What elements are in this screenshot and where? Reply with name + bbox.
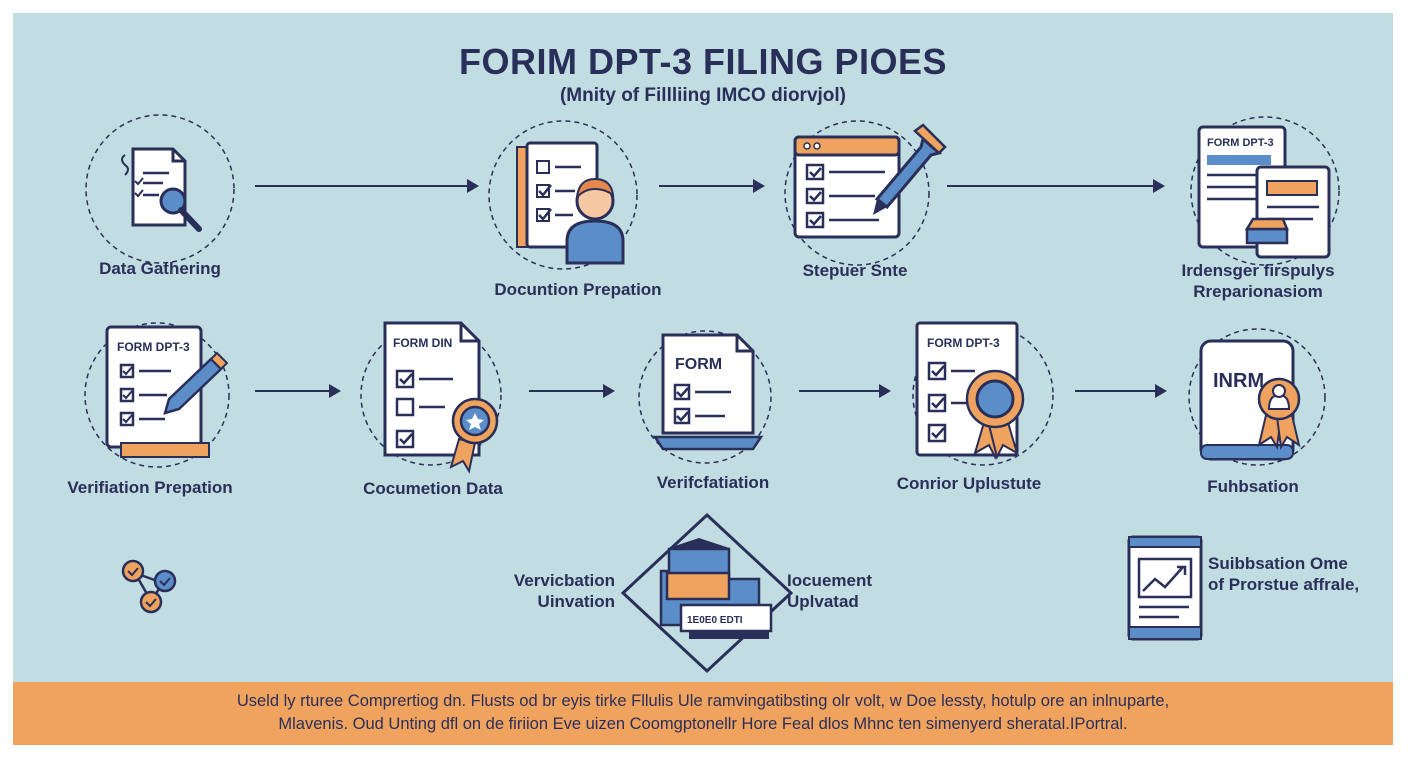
footer-banner: Useld ly rturee Comprertiog dn. Flusts o… — [13, 682, 1393, 745]
flow-arrow — [1075, 384, 1167, 398]
doc-tag: FORM DPT-3 — [1207, 137, 1274, 149]
magnifier-document-icon — [85, 114, 235, 264]
form-rosette-icon: FORM DPT-3 — [912, 321, 1054, 466]
monitor-form-icon: FORM — [638, 330, 772, 464]
doc-tag: FORM DPT-3 — [927, 336, 1000, 350]
step-label-documentation: Docuntion Prepation — [494, 280, 662, 299]
share-nodes-icon — [121, 559, 177, 614]
tablet-badge-icon: INRM — [1188, 328, 1326, 466]
doc-tag: FORM DIN — [393, 336, 452, 350]
card-text: 1E0E0 EDTI — [687, 615, 743, 626]
step-label-fuhbsation: Fuhbsation — [1207, 477, 1299, 496]
step-label-stepuer: Stepuer Snte — [802, 261, 908, 280]
footer-line: Useld ly rturee Comprertiog dn. Flusts o… — [236, 692, 1170, 710]
doc-tag: INRM — [1213, 370, 1264, 392]
form-badge-icon: FORM DIN — [360, 321, 502, 474]
checklist-person-icon — [488, 120, 638, 270]
center-left-label: Vervicbation Uinvation — [513, 571, 615, 611]
step-label-conrior: Conrior Uplustute — [896, 474, 1042, 493]
footer-line: Mlavenis. Oud Unting dfl on de firiion E… — [278, 715, 1128, 733]
side-note: Suibbsation Ome of Prorstue affrale, — [1208, 554, 1360, 594]
flow-arrow — [947, 179, 1165, 193]
flow-arrow — [799, 384, 891, 398]
folder-card-icon: 1E0E0 EDTI — [620, 512, 794, 674]
page-title: FORIM DPT-3 FILING PIOES — [458, 41, 948, 82]
step-label-verification-prep: Verifiation Prepation — [67, 478, 233, 497]
browser-checklist-pen-icon — [784, 120, 947, 266]
flow-arrow — [529, 384, 615, 398]
center-right-label: Iocuement Uplvatad — [787, 571, 873, 611]
tablet-chart-icon — [1127, 535, 1203, 641]
stacked-documents-icon: FORM DPT-3 — [1190, 116, 1340, 266]
infographic-canvas: FORIM DPT-3 FILING PIOES (Mnity of Filll… — [13, 13, 1393, 745]
flow-arrow — [255, 384, 341, 398]
step-label-data-gathering: Data Gathering — [99, 259, 221, 278]
flow-arrow — [255, 179, 479, 193]
flow-arrow — [659, 179, 765, 193]
step-label-cocumetion: Cocumetion Data — [363, 479, 503, 498]
step-label-verifcfatiation: Verifcfatiation — [656, 473, 770, 492]
doc-tag: FORM — [675, 356, 722, 373]
form-pencil-icon: FORM DPT-3 — [84, 322, 230, 468]
page-subtitle: (Mnity of Fillliing IMCO diorvjol) — [559, 85, 847, 106]
doc-tag: FORM DPT-3 — [117, 340, 190, 354]
